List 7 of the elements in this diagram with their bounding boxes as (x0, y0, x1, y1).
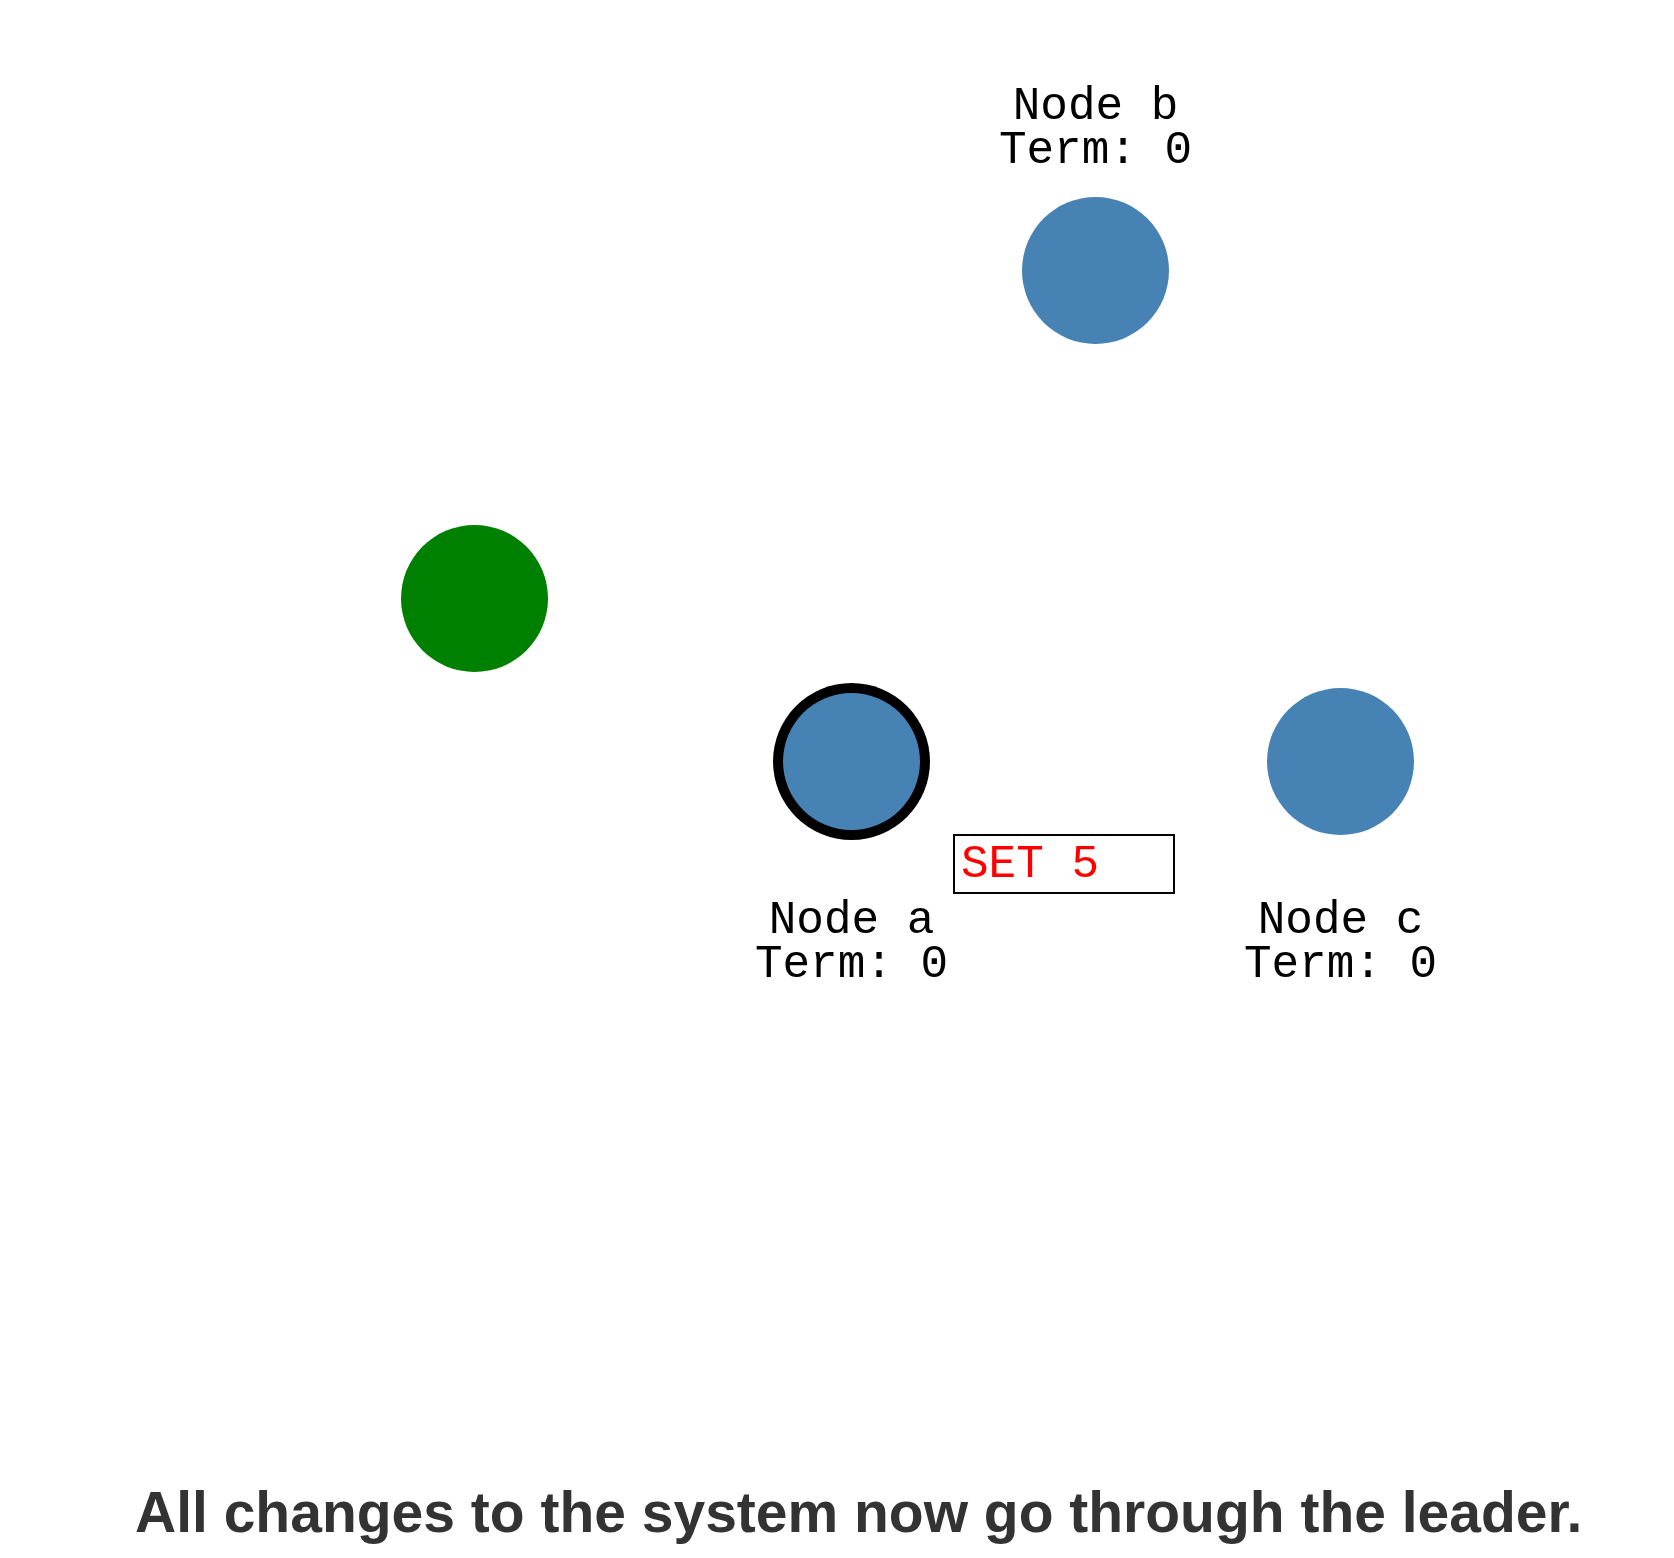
node-name: Node a (768, 899, 935, 943)
command-box: SET 5 (953, 834, 1175, 894)
node-name: Node b (1012, 85, 1179, 129)
term-label: Term: 0 (754, 943, 949, 987)
term-label: Term: 0 (1243, 943, 1438, 987)
term-label: Term: 0 (998, 129, 1193, 173)
node-name: Node c (1257, 899, 1424, 943)
